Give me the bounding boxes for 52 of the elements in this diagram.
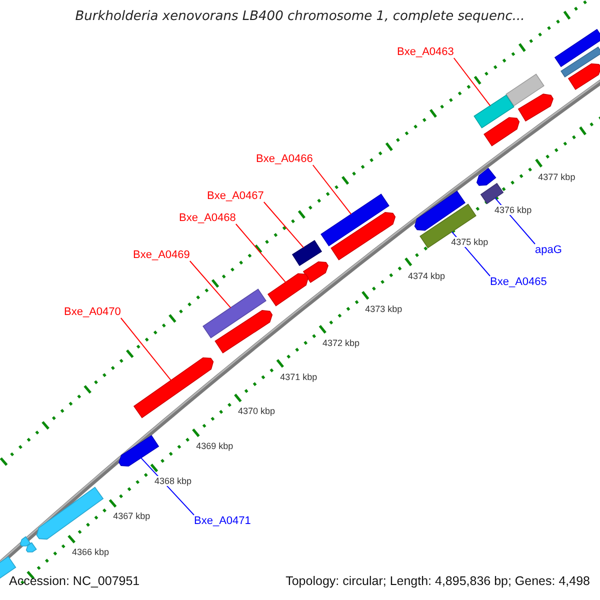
scale-label: 4372 kbp (321, 338, 361, 348)
scale-label: 4366 kbp (71, 546, 110, 557)
title: Burkholderia xenovorans LB400 chromosome 1, complete sequenc... (74, 9, 526, 24)
gene-block (320, 194, 390, 246)
leader-line (312, 164, 352, 215)
scale-label: 4367 kbp (112, 511, 152, 522)
gene-label: apaG (535, 244, 562, 256)
gene-block (476, 168, 496, 186)
leader-line (453, 58, 491, 106)
scale-label: 4373 kbp (364, 304, 404, 314)
gene-block (506, 74, 544, 106)
gene-label: Bxe_A0466 (256, 153, 313, 165)
gene-block (302, 261, 328, 283)
leader-line (189, 260, 232, 308)
gene-label: Bxe_A0468 (179, 212, 236, 224)
gene-block (202, 288, 266, 338)
gene-block (414, 190, 466, 231)
gene-block (26, 542, 37, 552)
gene-block (267, 273, 309, 306)
leader-line (235, 224, 286, 283)
scale-label: 4370 kbp (236, 406, 276, 416)
gene-block (214, 310, 273, 354)
gene-block (36, 486, 104, 540)
gene-block (480, 182, 504, 204)
scale-label: 4371 kbp (279, 372, 318, 382)
leader-line (263, 202, 304, 248)
scale-label: 4369 kbp (195, 440, 234, 451)
scale-label: 4377 kbp (537, 172, 576, 182)
gene-label: Bxe_A0463 (397, 46, 454, 58)
gene-label: Bxe_A0465 (490, 276, 547, 288)
scale-label: 4376 kbp (494, 204, 533, 215)
gene-block (118, 435, 160, 467)
scale-label: 4374 kbp (407, 270, 446, 281)
gene-label: Bxe_A0469 (133, 249, 190, 261)
gene-block (518, 94, 554, 122)
gene-block (292, 240, 322, 266)
genome-summary-text: Topology: circular; Length: 4,895,836 bp; Genes: 4,498 (286, 574, 590, 588)
gene-block (560, 46, 600, 78)
gene-block (20, 536, 31, 546)
gene-block (554, 28, 600, 68)
accession-text: Accession: NC_007951 (9, 574, 140, 588)
gene-label: Bxe_A0467 (207, 190, 264, 202)
gene-label: Bxe_A0471 (194, 515, 251, 527)
leader-line (120, 318, 172, 381)
gene-block (474, 94, 514, 128)
gene-block (133, 357, 214, 418)
gene-label: Bxe_A0470 (64, 306, 121, 318)
scale-label: 4375 kbp (450, 237, 490, 248)
gene-block (330, 212, 396, 260)
scale-label: 4368 kbp (153, 476, 192, 486)
gene-block (568, 63, 600, 90)
gene-block (484, 117, 520, 146)
